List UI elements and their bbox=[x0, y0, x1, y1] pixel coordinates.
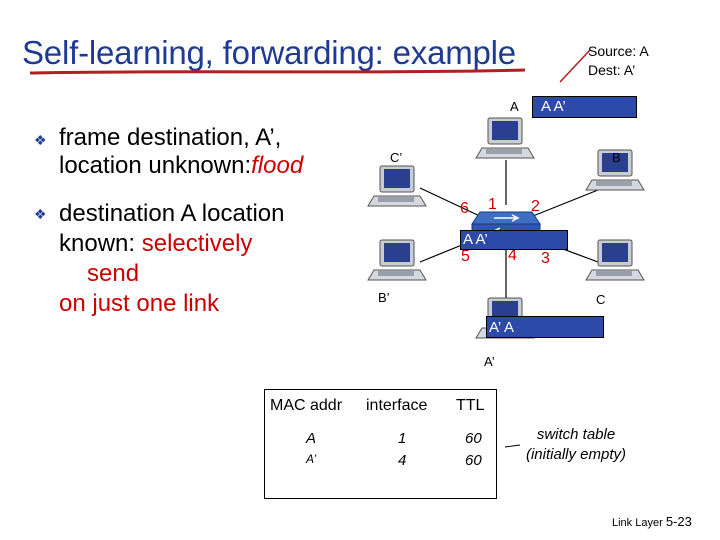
host-label-a-prime: A’ bbox=[484, 354, 495, 369]
table-row-2-mac: A’ bbox=[306, 452, 317, 466]
port-6: 6 bbox=[460, 200, 469, 217]
host-c-computer-icon bbox=[585, 239, 645, 281]
switch-table-caption: switch table (initially empty) bbox=[525, 426, 627, 463]
source-dest-box: Source: A Dest: A’ bbox=[588, 42, 649, 80]
table-header-mac: MAC addr bbox=[270, 397, 343, 414]
link-2 bbox=[527, 189, 599, 219]
table-pointer bbox=[504, 444, 521, 448]
switch-table bbox=[264, 389, 497, 499]
host-label-a: A bbox=[510, 99, 519, 114]
frame-top: A A’ bbox=[532, 96, 637, 118]
table-row-2-ttl: 60 bbox=[465, 452, 482, 469]
table-row-2-interface: 4 bbox=[398, 452, 407, 469]
port-2: 2 bbox=[531, 198, 540, 215]
host-a-computer-icon bbox=[475, 117, 535, 159]
bullet-1: frame destination, A’, location unknown:… bbox=[59, 124, 304, 179]
host-label-c-prime: C’ bbox=[390, 150, 403, 165]
host-label-b: B bbox=[612, 150, 621, 165]
slide-footer: Link Layer 5-23 bbox=[612, 514, 692, 529]
port-4: 4 bbox=[508, 247, 517, 264]
table-row-1-ttl: 60 bbox=[465, 430, 482, 447]
host-label-c: C bbox=[596, 292, 606, 307]
dest-label: Dest: A’ bbox=[588, 62, 636, 78]
table-row-1-interface: 1 bbox=[398, 430, 407, 447]
frame-switch: A A’ bbox=[460, 230, 568, 250]
host-b-prime-computer-icon bbox=[367, 239, 427, 281]
table-header-interface: interface bbox=[366, 397, 428, 414]
source-pointer bbox=[559, 49, 591, 83]
page-number: 5-23 bbox=[665, 514, 692, 529]
bullet-2: destination A location known: selectivel… bbox=[59, 200, 285, 317]
table-row-1-mac: A bbox=[306, 430, 317, 447]
frame-bottom: A’ A bbox=[486, 316, 604, 338]
link-6 bbox=[419, 187, 485, 219]
slide-title: Self-learning, forwarding: example bbox=[22, 34, 516, 71]
port-1: 1 bbox=[488, 196, 497, 213]
table-header-ttl: TTL bbox=[456, 397, 485, 414]
bullet-icon: ❖ bbox=[34, 206, 47, 222]
port-5: 5 bbox=[461, 248, 470, 265]
host-c-prime-computer-icon bbox=[367, 165, 427, 207]
source-label: Source: A bbox=[588, 43, 649, 59]
bullet-icon: ❖ bbox=[34, 132, 47, 148]
port-3: 3 bbox=[541, 250, 550, 267]
host-label-b-prime: B’ bbox=[378, 290, 390, 305]
